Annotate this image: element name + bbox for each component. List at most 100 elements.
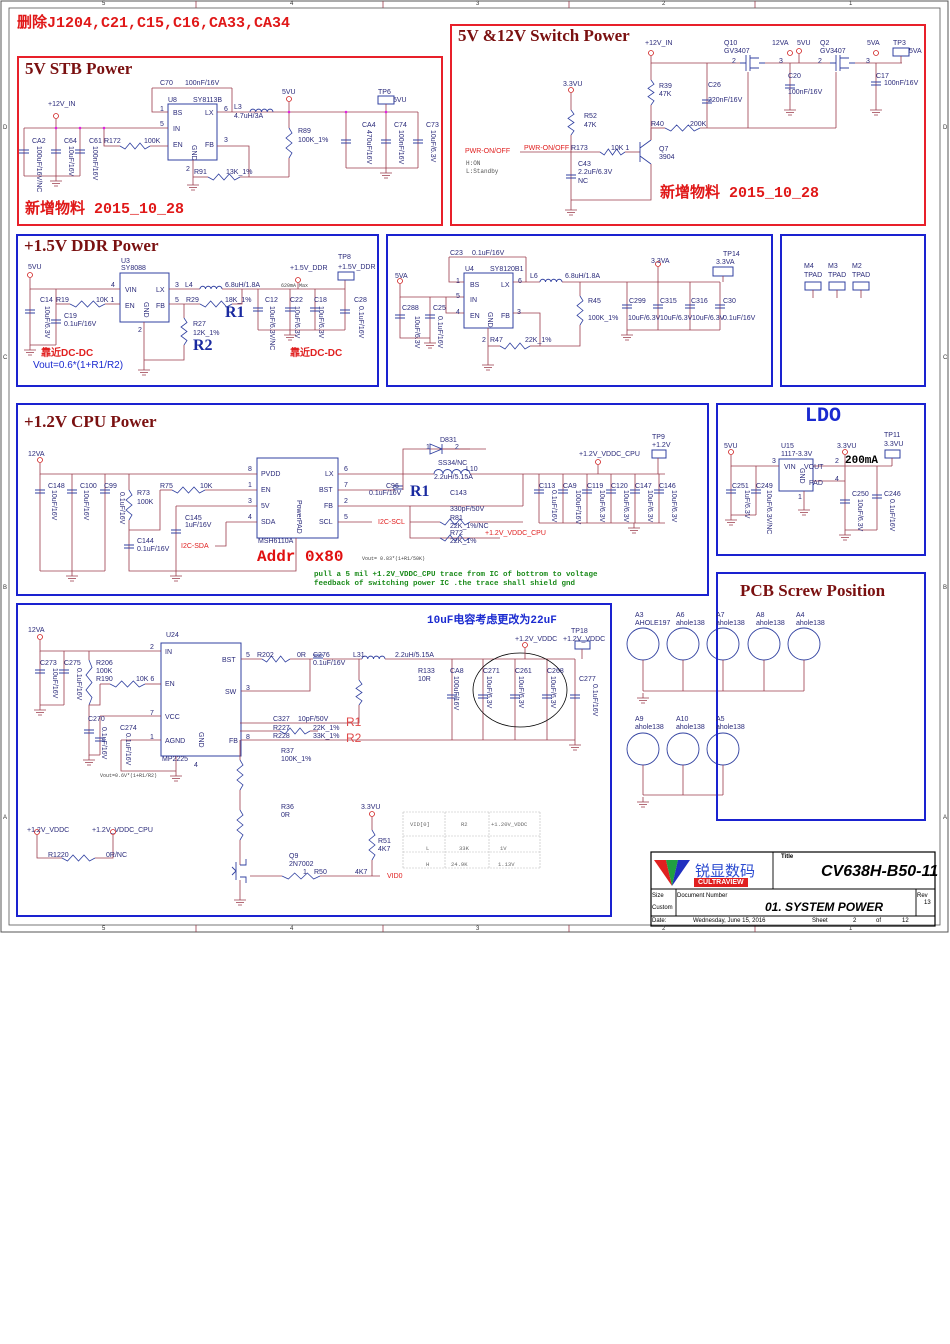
frame-line: [8, 7, 941, 926]
ic-body: [463, 272, 514, 329]
ddr-component-label: 620mA Max: [281, 283, 309, 289]
cpu-component-label: +1.2V: [652, 442, 671, 449]
vddc-component-label: C273: [40, 660, 57, 667]
ground-icon: [83, 759, 95, 766]
v33-component-label: SY8120B1: [490, 266, 524, 273]
ground-icon: [380, 172, 392, 179]
wire: [571, 164, 652, 201]
tpad-component-label: TPAD: [804, 272, 823, 279]
vid-table-cell: 33K: [459, 845, 469, 852]
capacitor-icon: [715, 304, 725, 309]
cpu-component-label: BST: [319, 487, 333, 494]
v33-component-label: C315: [660, 298, 677, 305]
cpu-component-label: 8: [248, 466, 252, 473]
cpu-component-label: +1.2V_VDDC_CPU: [485, 530, 546, 537]
ldo-component-label: VOUT: [804, 464, 824, 471]
vid-table-cell: H: [426, 861, 430, 868]
vddc-component-label: 10uF/16V: [51, 668, 58, 699]
size-value: Custom: [652, 905, 673, 911]
vddc-component-label: R51: [378, 838, 391, 845]
vddc-component-label: 2: [150, 644, 154, 651]
frame-line: [0, 0, 949, 933]
ic-body: [167, 103, 218, 161]
ground-icon: [725, 519, 737, 526]
column-marker: 3: [476, 926, 480, 932]
sw-component-label: 10K 1: [611, 145, 630, 152]
ldo-component-label: 1uF/6.3V: [743, 490, 750, 519]
wire: [129, 490, 161, 531]
ddr-component-label: 0.1uF/16V: [64, 321, 97, 328]
v33-component-label: 0.1uF/16V: [472, 250, 505, 257]
cpu-component-label: R72: [450, 530, 463, 537]
vddc-component-label: BST: [222, 657, 236, 664]
ground-icon: [284, 334, 296, 341]
ddr-component-label: U3: [121, 258, 130, 265]
stb-component-label: CA2: [32, 138, 46, 145]
stb-component-label: C73: [426, 122, 439, 129]
ground-icon: [482, 364, 494, 371]
sw-component-label: C26: [708, 82, 721, 89]
junction-dot: [287, 110, 291, 114]
capacitor-icon: [313, 654, 323, 659]
junction-dot: [54, 126, 58, 130]
ldo-component-label: 5VU: [724, 443, 738, 450]
vddc-component-label: R1: [346, 715, 362, 729]
cpu-component-label: C119: [587, 483, 604, 490]
ldo-component-label: 200mA: [845, 455, 879, 467]
sw-component-label: C20: [788, 73, 801, 80]
resistor-icon: [599, 148, 626, 156]
capacitor-icon: [95, 737, 105, 742]
sw-component-label: Q7: [659, 146, 669, 153]
vid-table-cell: 1.13V: [498, 861, 515, 868]
capacitor-icon: [381, 139, 391, 144]
cpu-component-label: 100K: [137, 499, 154, 506]
ddr-component-label: 10K 1: [96, 297, 115, 304]
cpu-component-label: 0.1uF/16V: [137, 546, 170, 553]
v33-component-label: 3.3VA: [651, 258, 670, 265]
cpu-component-label: 0.1uF/16V: [369, 490, 402, 497]
junction-dot: [78, 126, 82, 130]
ground-icon: [637, 801, 649, 808]
vddc-component-label: +1.2V_VDDC: [27, 827, 70, 834]
stb-component-label: 5VU: [282, 89, 296, 96]
tpad-component-label: M2: [852, 263, 862, 270]
cpu-component-label: TP9: [652, 434, 665, 441]
section-title-cpu-power: +1.2V CPU Power: [24, 412, 157, 431]
vddc-component-label: 0R/NC: [106, 852, 128, 859]
v33-component-label: BS: [470, 282, 480, 289]
power-port-icon: [34, 829, 40, 835]
ldo-component-label: 3.3VU: [837, 443, 857, 450]
cpu-component-label: C145: [185, 515, 202, 522]
resistor-icon: [207, 173, 241, 181]
ground-icon: [34, 709, 46, 716]
section-title-5v-stb: 5V STB Power: [25, 59, 133, 78]
cpu-component-label: PVDD: [261, 471, 281, 478]
ldo-component-label: C250: [852, 491, 869, 498]
stb-component-label: SY8113B: [193, 97, 223, 104]
stb-component-label: 100nF/16V: [91, 146, 98, 181]
column-marker: 4: [290, 1, 294, 7]
vddc-component-label: Q9: [289, 853, 299, 860]
v33-component-label: 22K_1%: [525, 337, 552, 344]
inductor-icon: [199, 285, 223, 290]
v33-component-label: 6.8uH/1.8A: [565, 273, 601, 280]
test-point-icon: [884, 449, 901, 459]
vddc-component-label: 2.2uH/5.15A: [395, 652, 434, 659]
wire: [151, 88, 168, 113]
v33-component-label: 100K_1%: [588, 315, 619, 322]
vddc-component-label: R133: [418, 668, 435, 675]
capacitor-icon: [542, 694, 552, 699]
capacitor-icon: [124, 544, 134, 549]
sheet-label: Sheet: [812, 918, 828, 924]
vddc-component-label: FB: [229, 738, 238, 745]
pcb-component-label: A10: [676, 716, 689, 723]
capacitor-icon: [285, 307, 295, 312]
rev-label: Rev: [917, 893, 928, 899]
vddc-component-label: 10K 6: [136, 676, 155, 683]
stb-component-label: 13K_1%: [226, 169, 253, 176]
vddc-component-label: IN: [165, 649, 172, 656]
resistor-icon: [664, 124, 701, 132]
vddc-component-label: 1: [150, 734, 154, 741]
cpu-component-label: SCL: [319, 519, 333, 526]
ldo-component-label: 10uF/6.3V/NC: [765, 490, 772, 535]
